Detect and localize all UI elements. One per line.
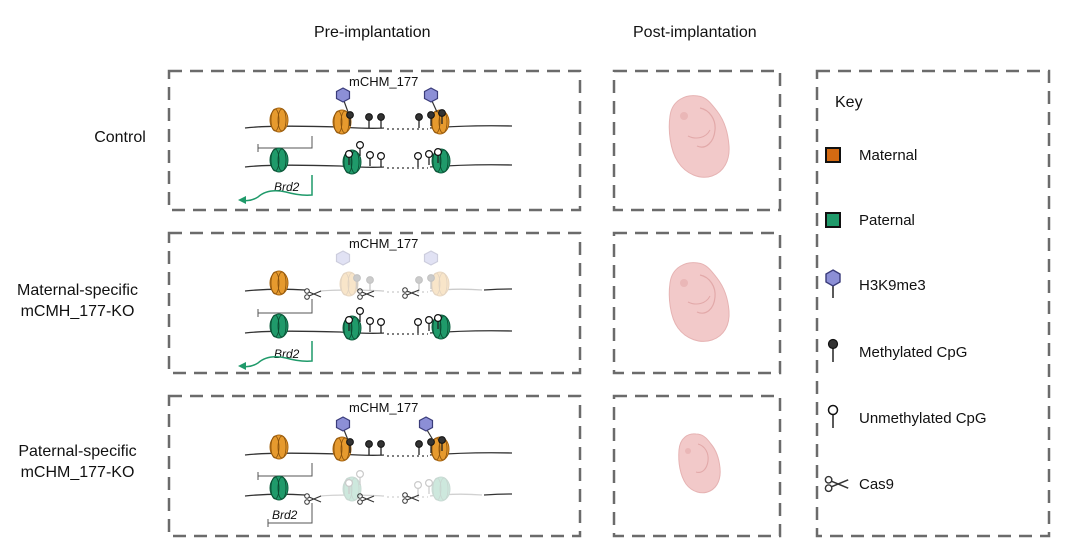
row-maternal-ko-diagram bbox=[238, 250, 513, 370]
methylated-cpg-icon bbox=[364, 112, 374, 129]
box-post-maternal-ko bbox=[612, 231, 782, 375]
row-paternal-ko-diagram bbox=[244, 416, 513, 527]
cas9-scissors-icon bbox=[402, 287, 420, 299]
row-label-control: Control bbox=[70, 127, 170, 148]
paternal-nucleosome bbox=[269, 313, 289, 339]
box-post-paternal-ko bbox=[612, 394, 782, 538]
row-label-line: Paternal-specific bbox=[18, 443, 137, 460]
key-label-unmethylated: Unmethylated CpG bbox=[859, 410, 987, 427]
header-pre-implantation: Pre-implantation bbox=[314, 24, 431, 41]
row-label-line: Maternal-specific bbox=[17, 282, 138, 299]
maternal-dna-strand bbox=[244, 452, 385, 456]
paternal-nucleosome bbox=[269, 475, 289, 501]
locus-label: mCHM_177 bbox=[349, 236, 419, 251]
filled-lollipop-icon bbox=[827, 338, 839, 362]
unmethylated-cpg-icon bbox=[424, 315, 434, 332]
unmethylated-cpg-icon bbox=[413, 151, 423, 168]
box-key bbox=[815, 69, 1051, 538]
promoter-silenced bbox=[258, 463, 313, 477]
brd2-transcript bbox=[241, 175, 313, 202]
key-label-cas9: Cas9 bbox=[859, 476, 895, 493]
open-lollipop-icon bbox=[827, 404, 839, 428]
methylated-cpg-icon bbox=[414, 439, 424, 456]
brd2-transcript bbox=[241, 341, 313, 368]
box-pre-maternal-ko bbox=[167, 231, 582, 375]
unmethylated-cpg-icon bbox=[376, 151, 386, 168]
key-title: Key bbox=[835, 94, 863, 111]
embryo-paternal-ko-icon bbox=[678, 433, 721, 494]
methylated-cpg-icon bbox=[376, 112, 386, 129]
maternal-nucleosome bbox=[269, 270, 289, 296]
unmethylated-cpg-icon bbox=[365, 316, 375, 333]
maternal-dna-strand bbox=[244, 125, 385, 129]
h3k9me3-icon bbox=[418, 416, 434, 432]
deleted-h3k9me3-icon bbox=[423, 250, 439, 266]
cas9-scissors-icon bbox=[304, 493, 322, 505]
key-label-paternal: Paternal bbox=[859, 212, 915, 229]
cas9-scissors-icon bbox=[304, 288, 322, 300]
paternal-dna-strand bbox=[244, 164, 385, 168]
key-label-maternal: Maternal bbox=[859, 147, 918, 164]
methylated-cpg-icon bbox=[414, 112, 424, 129]
hexagon-icon bbox=[825, 269, 841, 298]
row-label-maternal-ko: Maternal-specific mCMH_177-KO bbox=[0, 280, 155, 322]
locus-label: mCHM_177 bbox=[349, 74, 419, 89]
box-pre-control bbox=[167, 69, 582, 212]
paternal-square-icon bbox=[825, 212, 841, 228]
row-label-line: Control bbox=[94, 129, 146, 146]
box-post-control bbox=[612, 69, 782, 212]
h3k9me3-icon bbox=[335, 87, 351, 103]
promoter-silenced bbox=[258, 136, 313, 149]
box-pre-paternal-ko bbox=[167, 394, 582, 538]
unmethylated-cpg-icon bbox=[413, 317, 423, 334]
row-label-paternal-ko: Paternal-specific mCHM_177-KO bbox=[0, 441, 155, 483]
deleted-h3k9me3-icon bbox=[335, 250, 351, 266]
cas9-scissors-icon bbox=[402, 492, 420, 504]
row-label-line: mCMH_177-KO bbox=[20, 303, 135, 320]
scissors-icon bbox=[824, 475, 849, 493]
embryo-control-icon bbox=[668, 95, 730, 178]
unmethylated-cpg-icon bbox=[424, 149, 434, 166]
transcript-arrow-icon bbox=[238, 362, 246, 370]
embryo-maternal-ko-icon bbox=[668, 262, 730, 342]
paternal-dna-strand bbox=[244, 330, 385, 334]
transcript-arrow-icon bbox=[238, 196, 246, 204]
key-label-methylated: Methylated CpG bbox=[859, 344, 968, 361]
maternal-square-icon bbox=[825, 147, 841, 163]
paternal-nucleosome bbox=[269, 147, 289, 173]
row-label-line: mCHM_177-KO bbox=[20, 464, 135, 481]
maternal-nucleosome bbox=[269, 434, 289, 460]
promoter-silenced bbox=[268, 503, 313, 524]
h3k9me3-icon bbox=[423, 87, 439, 103]
unmethylated-cpg-icon bbox=[365, 150, 375, 167]
deleted-nucleosome bbox=[431, 476, 451, 502]
maternal-nucleosome bbox=[269, 107, 289, 133]
locus-label: mCHM_177 bbox=[349, 400, 419, 415]
row-control-diagram bbox=[238, 87, 513, 204]
methylated-cpg-icon bbox=[376, 439, 386, 456]
h3k9me3-icon bbox=[335, 416, 351, 432]
key-label-h3k9me3: H3K9me3 bbox=[859, 277, 926, 294]
unmethylated-cpg-icon bbox=[376, 317, 386, 334]
gene-label: Brd2 bbox=[272, 508, 298, 522]
methylated-cpg-icon bbox=[364, 439, 374, 456]
header-post-implantation: Post-implantation bbox=[633, 24, 757, 41]
promoter-silenced bbox=[258, 299, 313, 314]
